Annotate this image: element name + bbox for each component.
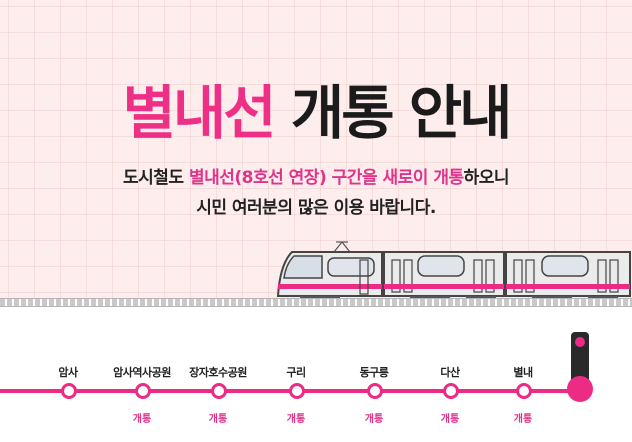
title-line-name: 별내선 bbox=[122, 79, 277, 147]
train-illustration bbox=[276, 241, 631, 301]
subtitle-line-1: 도시철도 별내선(8호선 연장) 구간을 새로이 개통하오니 bbox=[0, 166, 632, 190]
train-car-rear bbox=[505, 251, 631, 297]
station-dot bbox=[135, 383, 151, 399]
announcement-banner bbox=[0, 0, 632, 306]
title-announcement: 개통 안내 bbox=[290, 79, 513, 147]
subtitle-line-2: 시민 여러분의 많은 이용 바랍니다. bbox=[196, 198, 436, 218]
station-dot bbox=[211, 383, 227, 399]
terminus-station-dot bbox=[567, 376, 593, 402]
station-dot bbox=[443, 383, 459, 399]
station-name: 암사 bbox=[58, 366, 78, 379]
subtitle-prefix: 도시철도 bbox=[122, 168, 189, 188]
station-name: 장자호수공원 bbox=[189, 366, 247, 379]
station-open-label: 개통 bbox=[286, 414, 306, 425]
station-name: 구리 bbox=[286, 366, 306, 379]
station-open-label: 개통 bbox=[440, 414, 460, 425]
station-open-label: 개통 bbox=[364, 414, 384, 425]
station-name: 암사역사공원 bbox=[113, 366, 171, 379]
station-name: 다산 bbox=[440, 366, 460, 379]
station-dot bbox=[61, 383, 77, 399]
station-open-label: 개통 bbox=[132, 414, 152, 425]
subtitle-suffix: 하오니 bbox=[463, 168, 510, 188]
station-dot bbox=[367, 383, 383, 399]
train-car-front bbox=[276, 251, 383, 297]
pantograph-icon bbox=[333, 241, 351, 253]
station-dot bbox=[289, 383, 305, 399]
train-car-middle bbox=[383, 251, 505, 297]
station-name: 동구릉 bbox=[359, 366, 389, 379]
line-8-badge-icon bbox=[575, 337, 585, 347]
rail-track bbox=[0, 298, 632, 307]
subtitle-highlight: 별내선(8호선 연장) 구간을 새로이 개통 bbox=[188, 168, 464, 188]
station-open-label: 개통 bbox=[208, 414, 228, 425]
station-name: 별내 bbox=[513, 366, 533, 379]
page-title: 별내선 개통 안내 bbox=[0, 78, 632, 148]
station-dot bbox=[516, 383, 532, 399]
station-open-label: 개통 bbox=[513, 414, 533, 425]
